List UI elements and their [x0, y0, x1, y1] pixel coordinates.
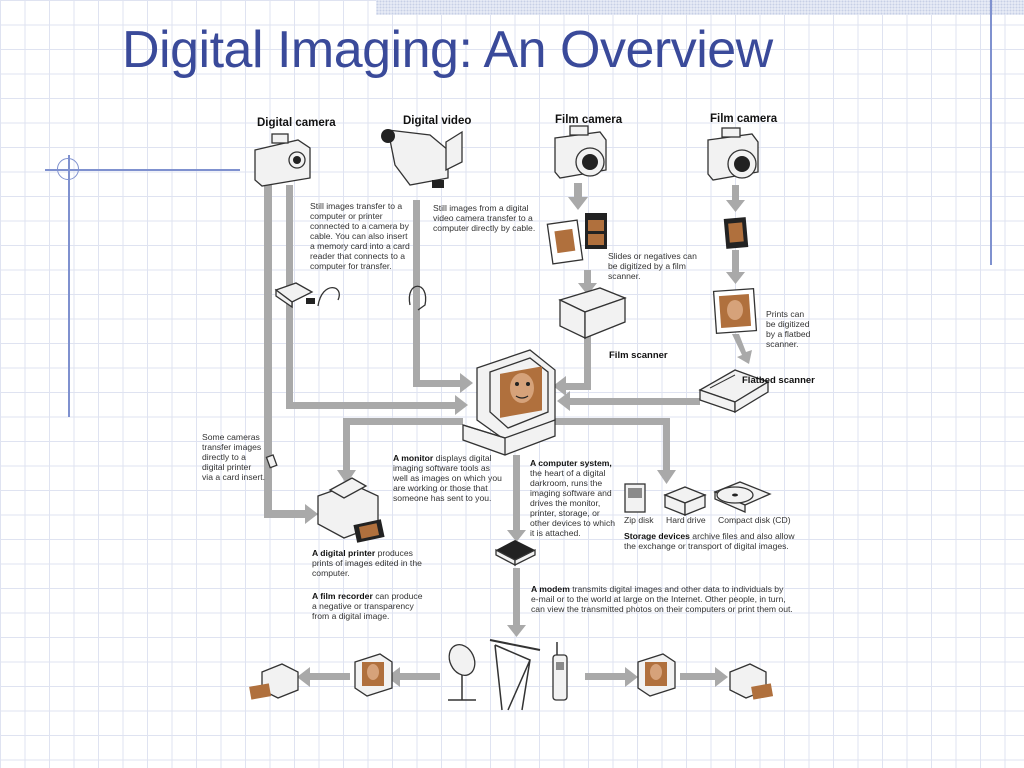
caption-storage: Storage devices archive files and also a…: [624, 531, 797, 551]
flatbed-scanner-icon: [698, 369, 770, 414]
arrow-flatbed-to-monitor: [557, 391, 700, 411]
label-film-camera-1: Film camera: [555, 114, 623, 126]
digital-camera-icon: [254, 133, 311, 187]
arrow-video-to-monitor: [413, 200, 473, 393]
caption-slides: Slides or negatives can be digitized by …: [608, 251, 699, 281]
video-cable-icon: [408, 285, 427, 311]
slide-title: Digital Imaging: An Overview: [122, 21, 773, 79]
hard-drive-icon: [663, 486, 707, 516]
negative-strip-icon: [723, 217, 749, 249]
arrow-film-camera-2-down: [726, 185, 745, 212]
label-hard-drive: Hard drive: [666, 515, 706, 525]
bottom-monitor-right-icon: [637, 653, 676, 697]
caption-modem: A modem transmits digital images and oth…: [531, 584, 793, 614]
arrow-print-to-flatbed: [732, 334, 752, 364]
label-zip-disk: Zip disk: [624, 515, 654, 525]
label-film-camera-2: Film camera: [710, 113, 778, 125]
arrow-computer-to-printer: [337, 418, 463, 484]
flow-arrows: [264, 183, 752, 687]
caption-monitor: A monitor displays digital imaging softw…: [392, 453, 504, 503]
slides-icon: [546, 213, 607, 265]
bottom-monitor-left-icon: [354, 653, 393, 697]
label-film-scanner: Film scanner: [609, 350, 668, 361]
arrow-camera-to-printer: [264, 185, 318, 524]
film-scanner-icon: [558, 287, 627, 340]
bottom-printer-right-icon: [729, 663, 774, 700]
digital-printer-icon: [317, 477, 385, 543]
decorative-horizontal-line: [45, 169, 240, 171]
arrow-computer-to-modem: [507, 455, 526, 542]
arrow-bottom-left-1: [297, 667, 350, 687]
arrow-bottom-right-1: [585, 667, 638, 687]
computer-base-icon: [462, 419, 556, 456]
caption-computer-system: A computer system, the heart of a digita…: [530, 458, 617, 538]
decorative-circle: [57, 158, 79, 180]
arrow-bottom-left-2: [387, 667, 440, 687]
film-camera-2-icon: [707, 127, 759, 181]
decorative-vertical-line: [990, 0, 992, 265]
memory-card-icon: [265, 454, 278, 469]
caption-some-cameras: Some cameras transfer images directly to…: [202, 432, 265, 482]
satellite-dish-icon: [448, 643, 476, 701]
caption-prints: Prints can be digitized by a flatbed sca…: [766, 309, 813, 349]
arrow-bottom-right-2: [680, 667, 728, 687]
caption-film-recorder: A film recorder can produce a negative o…: [312, 591, 425, 621]
modem-icon: [495, 540, 536, 567]
label-digital-camera: Digital camera: [257, 117, 336, 129]
print-photo-icon: [712, 287, 758, 335]
arrow-negative-down: [726, 250, 745, 284]
arrow-film-camera-1-down: [568, 183, 588, 210]
decorative-dotted-band: [376, 0, 1024, 15]
caption-printer: A digital printer produces prints of ima…: [312, 548, 424, 578]
antenna-tower-icon: [489, 639, 541, 711]
arrow-scanner-to-monitor: [553, 335, 591, 396]
label-digital-video: Digital video: [403, 115, 471, 127]
card-reader-icon: [274, 282, 340, 309]
zip-disk-icon: [624, 483, 646, 513]
bottom-printer-left-icon: [249, 663, 299, 700]
label-compact-disk: Compact disk (CD): [718, 515, 791, 525]
compact-disk-icon: [713, 481, 772, 513]
cell-phone-icon: [552, 642, 568, 701]
caption-still-video: Still images from a digital video camera…: [433, 203, 535, 233]
caption-still-camera: Still images transfer to a computer or p…: [310, 201, 412, 271]
arrow-modem-to-network: [507, 568, 526, 637]
film-camera-1-icon: [554, 125, 607, 179]
arrow-slides-down: [578, 270, 597, 295]
arrow-computer-to-storage: [555, 418, 676, 484]
decorative-vertical-line-left: [68, 155, 70, 417]
label-flatbed-scanner: Flatbed scanner: [742, 375, 815, 386]
digital-video-icon: [381, 129, 463, 188]
